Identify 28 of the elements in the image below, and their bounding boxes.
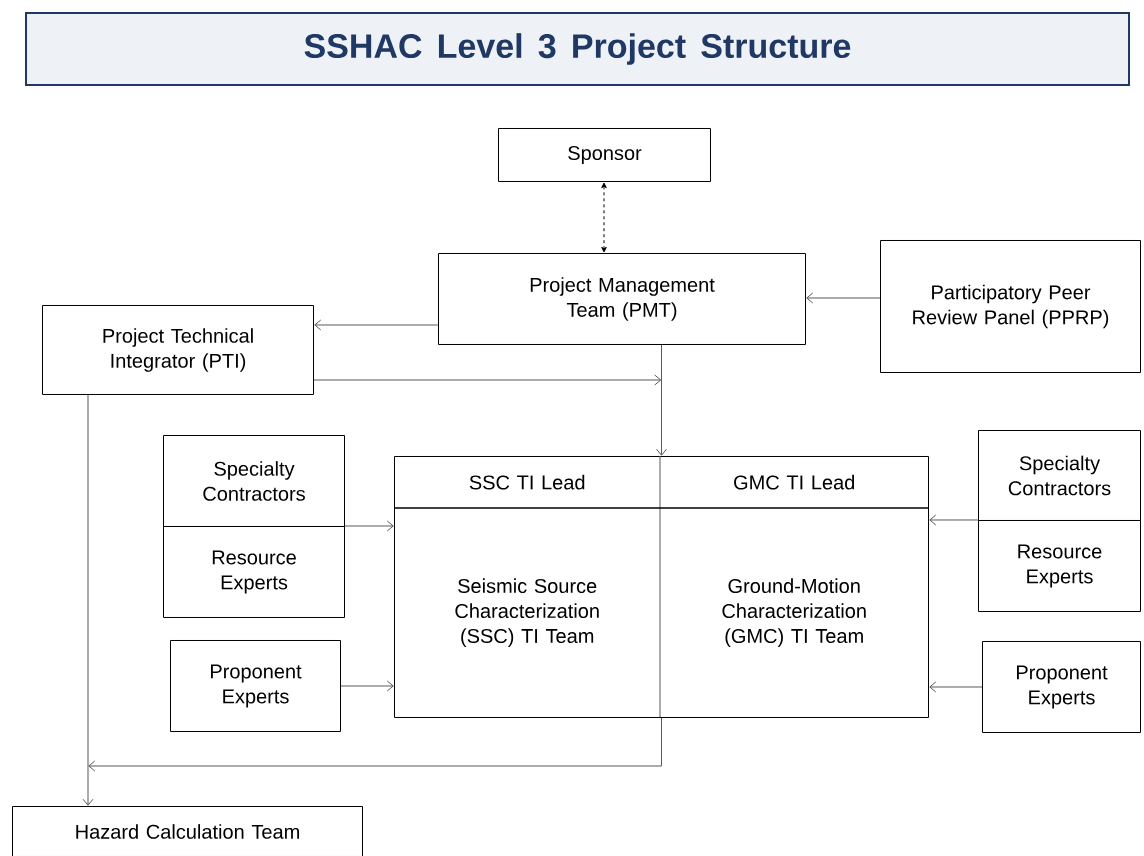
- box: Project Management Team (PMT): [438, 253, 806, 345]
- box: Participatory Peer Review Panel (PPRP): [880, 240, 1141, 373]
- arrow: [929, 681, 983, 693]
- team-box: [394, 456, 929, 718]
- box: Sponsor: [498, 128, 711, 182]
- lead-cell: GMC TI Lead: [734, 474, 854, 490]
- box: Resource Experts: [163, 526, 345, 618]
- box: Proponent Experts: [170, 640, 341, 732]
- arrow: [601, 182, 607, 253]
- box: Specialty Contractors: [978, 430, 1141, 521]
- arrow: [929, 514, 979, 526]
- arrow: [314, 319, 439, 331]
- arrow: [313, 374, 662, 386]
- team-cell: Seismic Source Characterization (SSC) TI Team: [455, 578, 599, 647]
- box: Hazard Calculation Team: [12, 806, 363, 856]
- arrow: [806, 292, 881, 304]
- arrow: [656, 344, 667, 456]
- box: Proponent Experts: [982, 641, 1141, 733]
- lead-cell: SSC TI Lead: [469, 474, 585, 490]
- box: Project Technical Integrator (PTI): [42, 305, 314, 395]
- arrow: [82, 765, 94, 806]
- title-banner: SSHAC Level 3 Project Structure: [25, 12, 1130, 86]
- arrow: [88, 717, 662, 772]
- box: Specialty Contractors: [163, 435, 345, 527]
- arrow: [344, 520, 394, 532]
- arrow: [340, 680, 394, 692]
- team-cell: Ground-Motion Characterization (GMC) TI Team: [722, 578, 866, 647]
- box: Resource Experts: [978, 520, 1141, 612]
